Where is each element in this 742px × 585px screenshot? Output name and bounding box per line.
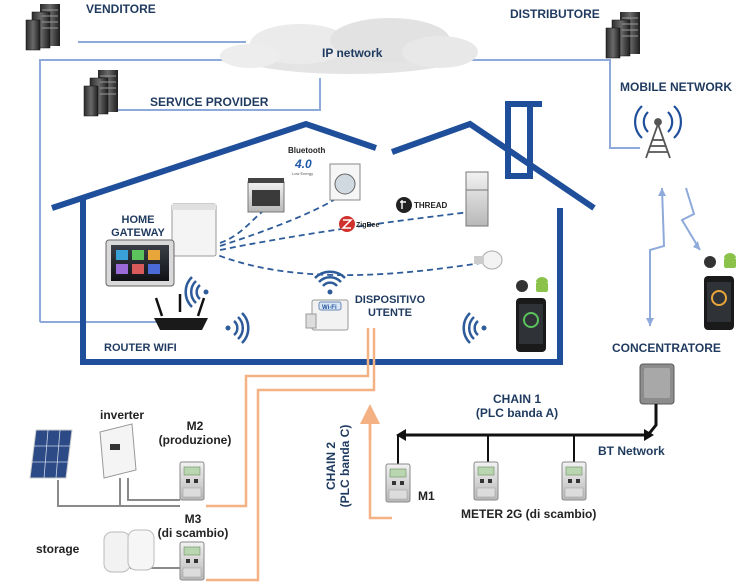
ip-network-links [39, 41, 640, 323]
washing-machine-icon [329, 163, 361, 201]
server-icon [25, 3, 61, 51]
m2-label: M2 (produzione) [158, 419, 232, 447]
meter-icon [179, 541, 205, 581]
chain2-lines [206, 328, 392, 582]
service-provider-label: SERVICE PROVIDER [150, 95, 269, 109]
server-icon [83, 69, 119, 117]
house-outline [51, 101, 596, 365]
m3-label: M3 (di scambio) [157, 512, 229, 540]
wifi-icon [224, 311, 250, 345]
oven-icon [247, 178, 285, 213]
light-bulb-icon [474, 250, 503, 270]
mobile-links [649, 187, 701, 326]
zigbee-text: ZigBee [356, 222, 379, 229]
meter-icon [561, 461, 587, 501]
bluetooth-name: Bluetooth [288, 146, 325, 155]
chain2-label: CHAIN 2 (PLC banda C) [324, 424, 352, 508]
inverter-label: inverter [100, 408, 145, 422]
mobile-network-label: MOBILE NETWORK [620, 80, 732, 94]
meter-icon [473, 461, 499, 501]
fridge-icon [465, 171, 489, 227]
distributore-label: DISTRIBUTORE [510, 7, 600, 21]
router-wifi-label: ROUTER WIFI [104, 342, 177, 354]
storage-label: storage [36, 542, 80, 556]
m1-label: M1 [418, 489, 435, 503]
thread-logo: THREAD [396, 197, 448, 213]
smartphone-icon [704, 276, 734, 330]
server-icon [605, 11, 641, 59]
meter-icon [385, 463, 411, 503]
apple-icon [704, 256, 716, 268]
cloud-icon [220, 18, 478, 74]
wireless-links [209, 195, 489, 277]
bluetooth-sub: Low Energy [292, 171, 313, 176]
thread-text: THREAD [414, 201, 448, 210]
bt-network-label: BT Network [598, 444, 665, 458]
wifi-badge: Wi-Fi [322, 305, 337, 311]
apple-icon [516, 280, 528, 292]
concentratore-label: CONCENTRATORE [612, 341, 721, 355]
user-device-icon: Wi-Fi [305, 299, 349, 331]
ip-network-label: IP network [322, 46, 383, 60]
zigbee-logo: ZigBee [339, 216, 379, 232]
wifi-icon [184, 275, 210, 309]
venditore-label: VENDITORE [86, 2, 156, 16]
dispositivo-utente-label: DISPOSITIVO UTENTE [354, 294, 426, 319]
bluetooth-logo: Bluetooth 4.0 Low Energy [288, 146, 325, 176]
smartphone-icon [516, 298, 546, 352]
router-icon [154, 294, 208, 330]
meter-2g-label: METER 2G (di scambio) [461, 507, 597, 521]
android-icon [536, 277, 548, 292]
concentrator-icon [639, 363, 675, 405]
solar-panel-icon [29, 429, 73, 479]
inverter-icon [99, 423, 137, 479]
battery-icon [103, 529, 155, 573]
home-gateway-label: HOME GATEWAY [111, 214, 165, 239]
bluetooth-version: 4.0 [294, 157, 312, 171]
wifi-icon [462, 311, 488, 345]
tablet-icon [105, 239, 175, 287]
gateway-icon [171, 203, 217, 257]
chain1-label: CHAIN 1 (PLC banda A) [475, 392, 559, 420]
grid-wiring [57, 478, 180, 569]
android-icon [724, 253, 736, 268]
meter-icon [179, 461, 205, 501]
cell-tower-icon [634, 105, 682, 159]
